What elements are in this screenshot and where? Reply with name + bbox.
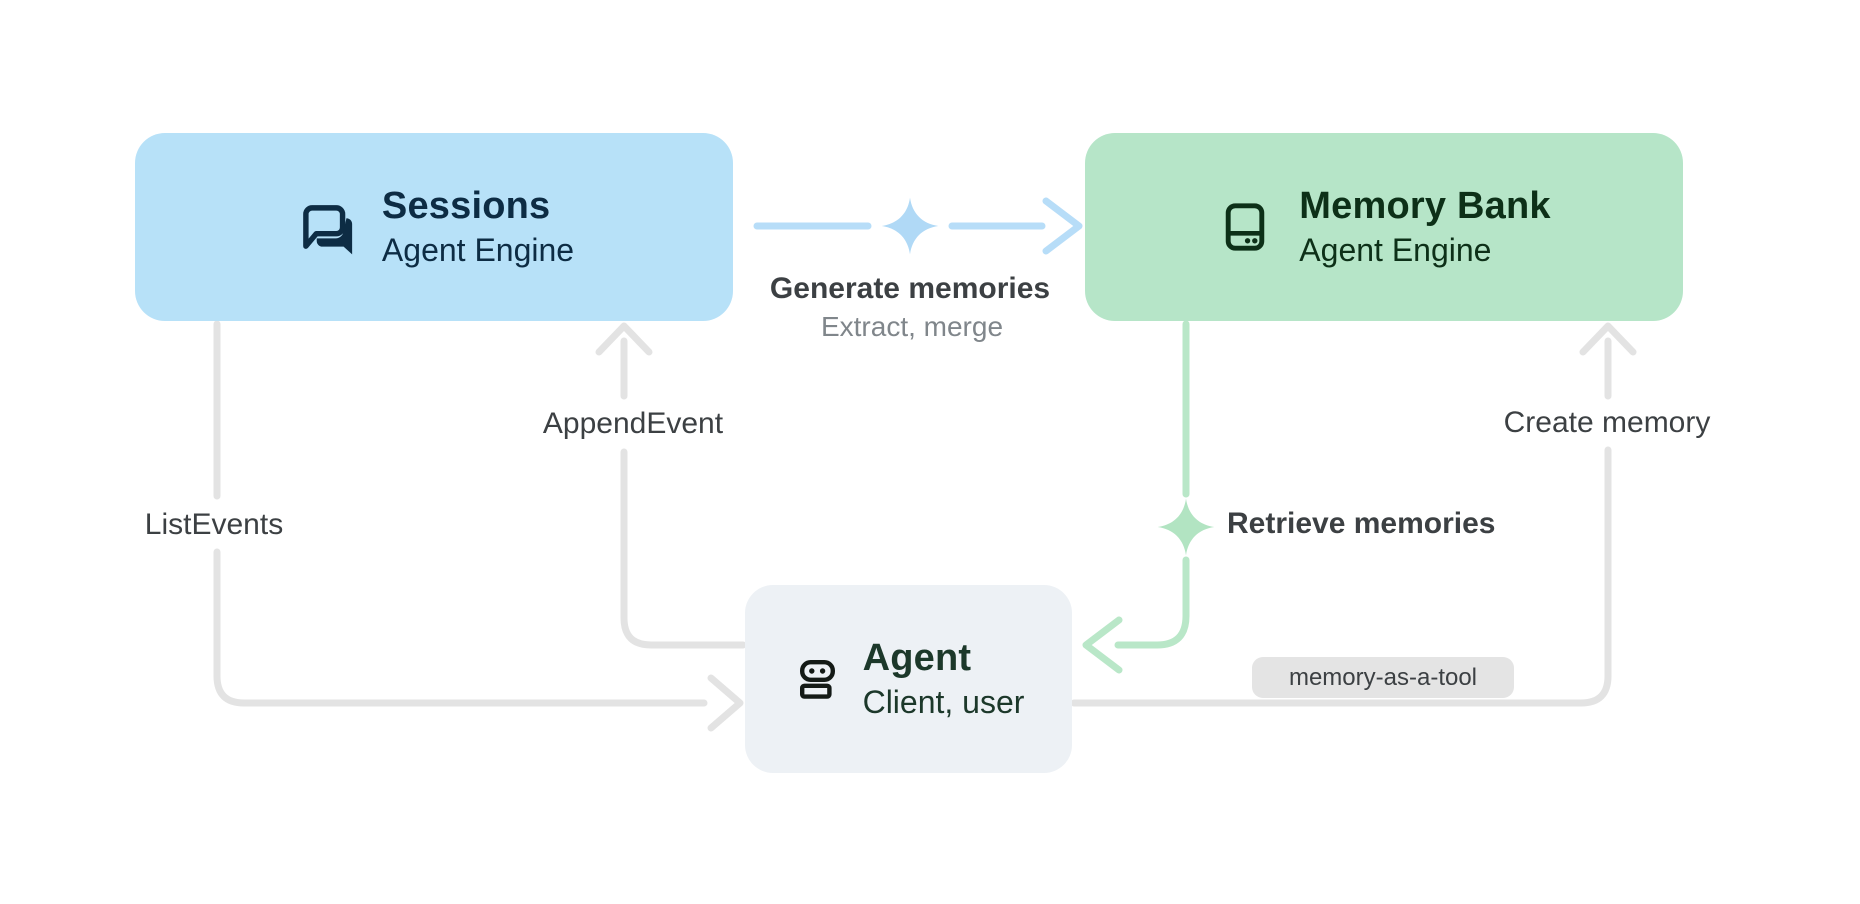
- memory-bank-node: Memory Bank Agent Engine: [1085, 133, 1683, 321]
- list-events-arrow: [213, 320, 744, 732]
- sessions-text: Sessions Agent Engine: [382, 185, 574, 269]
- retrieve-memories-arrow: [1082, 320, 1190, 674]
- robot-icon: [793, 655, 841, 703]
- sessions-subtitle: Agent Engine: [381, 231, 575, 268]
- sparkle-icon: [1157, 498, 1215, 556]
- list-events-label: ListEvents: [144, 508, 284, 541]
- memory-bank-text: Memory Bank Agent Engine: [1299, 185, 1550, 269]
- create-memory-arrow: [1070, 322, 1637, 707]
- chat-icon: [294, 196, 356, 258]
- memory-as-a-tool-badge: memory-as-a-tool: [1252, 657, 1514, 698]
- memory-bank-title: Memory Bank: [1299, 184, 1551, 227]
- sessions-title: Sessions: [381, 184, 551, 227]
- retrieve-memories-label: Retrieve memories: [1227, 507, 1496, 540]
- agent-subtitle: Client, user: [862, 683, 1025, 720]
- storage-icon: [1217, 199, 1273, 255]
- generate-memories-label: Generate memories: [769, 272, 1051, 305]
- append-event-arrow: [595, 322, 747, 649]
- sessions-node: Sessions Agent Engine: [135, 133, 733, 321]
- extract-merge-label: Extract, merge: [820, 311, 1004, 342]
- agent-text: Agent Client, user: [863, 637, 1025, 721]
- agent-node: Agent Client, user: [745, 585, 1072, 773]
- append-event-label: AppendEvent: [542, 407, 724, 440]
- agent-title: Agent: [862, 636, 972, 679]
- sparkle-icon: [881, 197, 939, 255]
- create-memory-label: Create memory: [1503, 406, 1711, 439]
- memory-bank-subtitle: Agent Engine: [1299, 231, 1492, 268]
- generate-memories-arrow: [753, 197, 1083, 255]
